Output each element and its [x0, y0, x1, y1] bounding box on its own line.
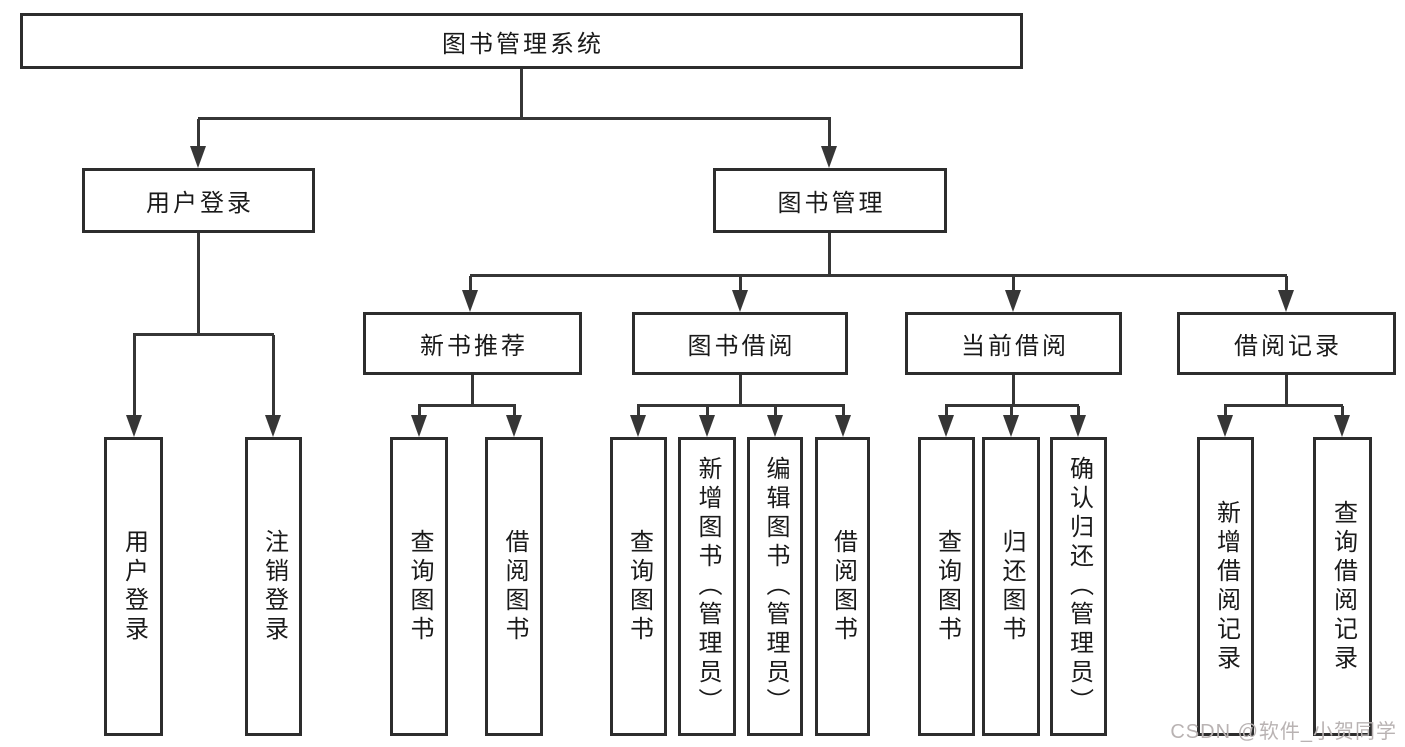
node-label: 当前借阅 [961, 333, 1069, 360]
arrow-head [190, 146, 206, 168]
node-label: 借阅记录 [1234, 333, 1342, 360]
line [198, 117, 831, 120]
line [828, 233, 831, 276]
node-label: 新增借阅记录 [1212, 499, 1240, 674]
node-label: 新增图书（管理员） [694, 456, 721, 717]
line [418, 406, 421, 416]
node-book-management: 图书管理 [713, 168, 947, 233]
node-label: 用户登录 [120, 528, 148, 645]
line [197, 233, 200, 334]
line [133, 333, 274, 336]
arrow-head [506, 415, 522, 437]
leaf-add-book-admin: 新增图书（管理员） [678, 437, 736, 736]
node-label: 图书管理系统 [442, 30, 604, 58]
line [945, 404, 1079, 407]
line [1285, 375, 1288, 406]
line [637, 404, 845, 407]
node-current-borrow: 当前借阅 [905, 312, 1122, 375]
arrow-head [126, 415, 142, 437]
line [133, 335, 136, 416]
node-label: 查询图书 [406, 528, 433, 645]
arrow-head [1003, 415, 1019, 437]
node-label: 新书推荐 [420, 333, 528, 360]
line [471, 375, 474, 406]
leaf-query-books-recommend: 查询图书 [390, 437, 448, 736]
leaf-return-book: 归还图书 [982, 437, 1040, 736]
line [1077, 406, 1080, 416]
node-label: 确认归还（管理员） [1065, 456, 1093, 717]
node-label: 图书借阅 [687, 333, 796, 360]
leaf-edit-book-admin: 编辑图书（管理员） [747, 437, 803, 736]
line [1012, 375, 1015, 406]
line [739, 276, 742, 292]
arrow-head [732, 290, 748, 312]
node-user-login: 用户登录 [82, 168, 315, 233]
line [739, 375, 742, 406]
node-label: 图书管理 [777, 190, 886, 217]
node-borrow-records: 借阅记录 [1177, 312, 1396, 375]
leaf-query-books-current: 查询图书 [918, 437, 975, 736]
arrow-head [1005, 290, 1021, 312]
arrow-head [835, 415, 851, 437]
node-label: 借阅图书 [829, 528, 857, 645]
csdn-watermark: CSDN @软件_小贺同学 [1170, 721, 1397, 743]
node-new-book-recommend: 新书推荐 [363, 312, 582, 375]
arrow-head [1217, 415, 1233, 437]
line [1224, 404, 1343, 407]
node-label: 用户登录 [146, 190, 254, 217]
line [470, 274, 1287, 277]
line [828, 119, 831, 148]
arrow-head [699, 415, 715, 437]
line [520, 69, 523, 118]
line [1285, 276, 1288, 292]
node-label: 查询图书 [625, 528, 653, 645]
arrow-head [938, 415, 954, 437]
leaf-borrow-books-recommend: 借阅图书 [485, 437, 543, 736]
arrow-head [821, 146, 837, 168]
leaf-borrow-books: 借阅图书 [815, 437, 870, 736]
arrow-head [462, 290, 478, 312]
node-label: 查询借阅记录 [1329, 499, 1357, 674]
node-label: 编辑图书（管理员） [762, 456, 789, 717]
arrow-head [1070, 415, 1086, 437]
line [842, 406, 845, 416]
leaf-query-books-borrow: 查询图书 [610, 437, 667, 736]
line [1224, 406, 1227, 416]
line [469, 276, 472, 292]
node-book-borrow: 图书借阅 [632, 312, 848, 375]
line [513, 406, 516, 416]
node-label: 查询图书 [933, 528, 961, 645]
line [774, 406, 777, 416]
arrow-head [1334, 415, 1350, 437]
node-label: 借阅图书 [501, 528, 528, 645]
line [272, 335, 275, 416]
node-label: 注销登录 [260, 528, 288, 645]
arrow-head [411, 415, 427, 437]
leaf-query-borrow-record: 查询借阅记录 [1313, 437, 1372, 736]
node-library-system: 图书管理系统 [20, 13, 1023, 69]
leaf-add-borrow-record: 新增借阅记录 [1197, 437, 1254, 736]
line [706, 406, 709, 416]
line [1012, 276, 1015, 292]
arrow-head [1278, 290, 1294, 312]
line [197, 119, 200, 148]
node-label: 归还图书 [998, 528, 1025, 645]
line [418, 404, 516, 407]
arrow-head [265, 415, 281, 437]
line [637, 406, 640, 416]
line [1341, 406, 1344, 416]
leaf-confirm-return-admin: 确认归还（管理员） [1050, 437, 1107, 736]
line [1010, 406, 1013, 416]
arrow-head [767, 415, 783, 437]
leaf-user-login: 用户登录 [104, 437, 163, 736]
leaf-logout: 注销登录 [245, 437, 302, 736]
arrow-head [630, 415, 646, 437]
line [945, 406, 948, 416]
